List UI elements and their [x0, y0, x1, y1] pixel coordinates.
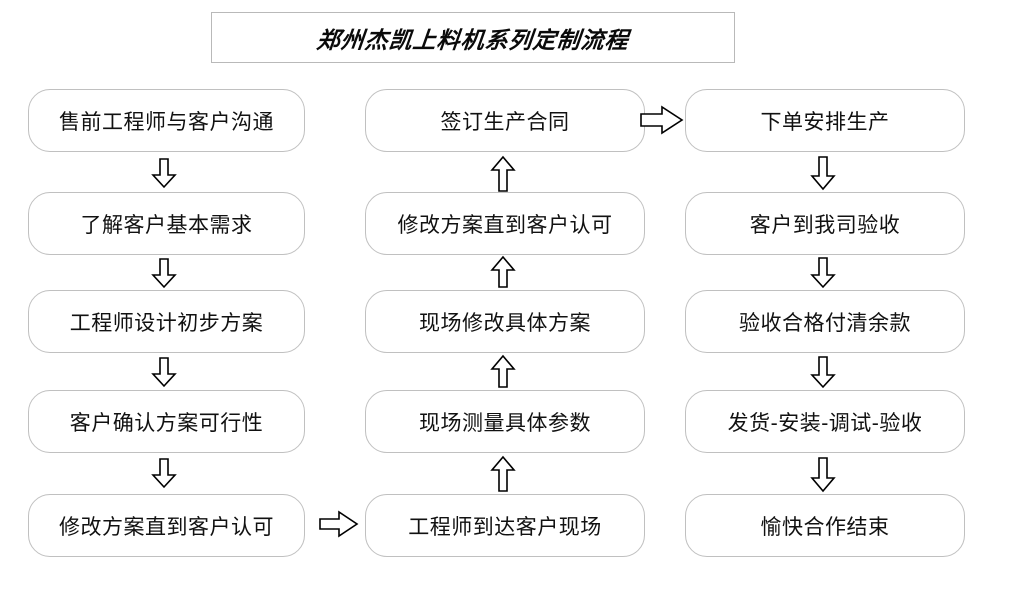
node-label: 愉快合作结束 [760, 514, 890, 539]
arrow-left-2-to-3 [149, 258, 179, 289]
node-presales-communication[interactable]: 售前工程师与客户沟通 [28, 89, 305, 152]
node-label: 下单安排生产 [760, 109, 890, 134]
arrow-right-2-to-3 [808, 257, 838, 289]
node-understand-requirements[interactable]: 了解客户基本需求 [28, 192, 305, 255]
node-engineer-initial-design[interactable]: 工程师设计初步方案 [28, 290, 305, 353]
chart-title-text: 郑州杰凯上料机系列定制流程 [315, 26, 631, 54]
node-label: 工程师到达客户现场 [408, 514, 602, 539]
node-revise-until-approved-left[interactable]: 修改方案直到客户认可 [28, 494, 305, 557]
arrow-left-4-to-5 [149, 458, 179, 489]
node-label: 售前工程师与客户沟通 [59, 109, 274, 134]
node-ship-install-commission-accept[interactable]: 发货-安装-调试-验收 [685, 390, 965, 453]
chart-title-box: 郑州杰凯上料机系列定制流程 [211, 12, 735, 63]
arrow-mid-5-to-4 [488, 455, 518, 492]
node-label: 签订生产合同 [440, 109, 570, 134]
arrow-right-3-to-4 [808, 356, 838, 389]
arrow-mid-2-to-1 [488, 155, 518, 192]
node-label: 客户确认方案可行性 [69, 410, 264, 435]
node-label: 现场测量具体参数 [419, 410, 591, 435]
node-place-order-arrange-production[interactable]: 下单安排生产 [685, 89, 965, 152]
node-revise-until-approved-middle[interactable]: 修改方案直到客户认可 [365, 192, 645, 255]
node-happy-cooperation-end[interactable]: 愉快合作结束 [685, 494, 965, 557]
node-onsite-revise-plan[interactable]: 现场修改具体方案 [365, 290, 645, 353]
node-engineer-arrives-onsite[interactable]: 工程师到达客户现场 [365, 494, 645, 557]
node-label: 验收合格付清余款 [739, 310, 911, 335]
node-label: 发货-安装-调试-验收 [727, 410, 923, 435]
arrow-middle-top-to-right-top [640, 105, 684, 135]
node-label: 现场修改具体方案 [419, 310, 591, 335]
arrow-mid-4-to-3 [488, 354, 518, 388]
node-label: 修改方案直到客户认可 [397, 212, 613, 237]
arrow-mid-3-to-2 [488, 255, 518, 288]
arrow-right-1-to-2 [808, 156, 838, 191]
node-label: 工程师设计初步方案 [69, 310, 264, 335]
node-customer-inspection-at-factory[interactable]: 客户到我司验收 [685, 192, 965, 255]
node-label: 客户到我司验收 [749, 212, 901, 237]
node-sign-production-contract[interactable]: 签订生产合同 [365, 89, 645, 152]
node-label: 了解客户基本需求 [80, 212, 253, 237]
node-label: 修改方案直到客户认可 [59, 514, 274, 539]
arrow-left-1-to-2 [149, 158, 179, 189]
node-pay-balance-after-acceptance[interactable]: 验收合格付清余款 [685, 290, 965, 353]
arrow-left-3-to-4 [149, 357, 179, 388]
arrow-right-4-to-5 [808, 457, 838, 493]
node-customer-confirm-feasibility[interactable]: 客户确认方案可行性 [28, 390, 305, 453]
arrow-left-bottom-to-middle-bottom [319, 509, 359, 539]
node-onsite-measure-parameters[interactable]: 现场测量具体参数 [365, 390, 645, 453]
